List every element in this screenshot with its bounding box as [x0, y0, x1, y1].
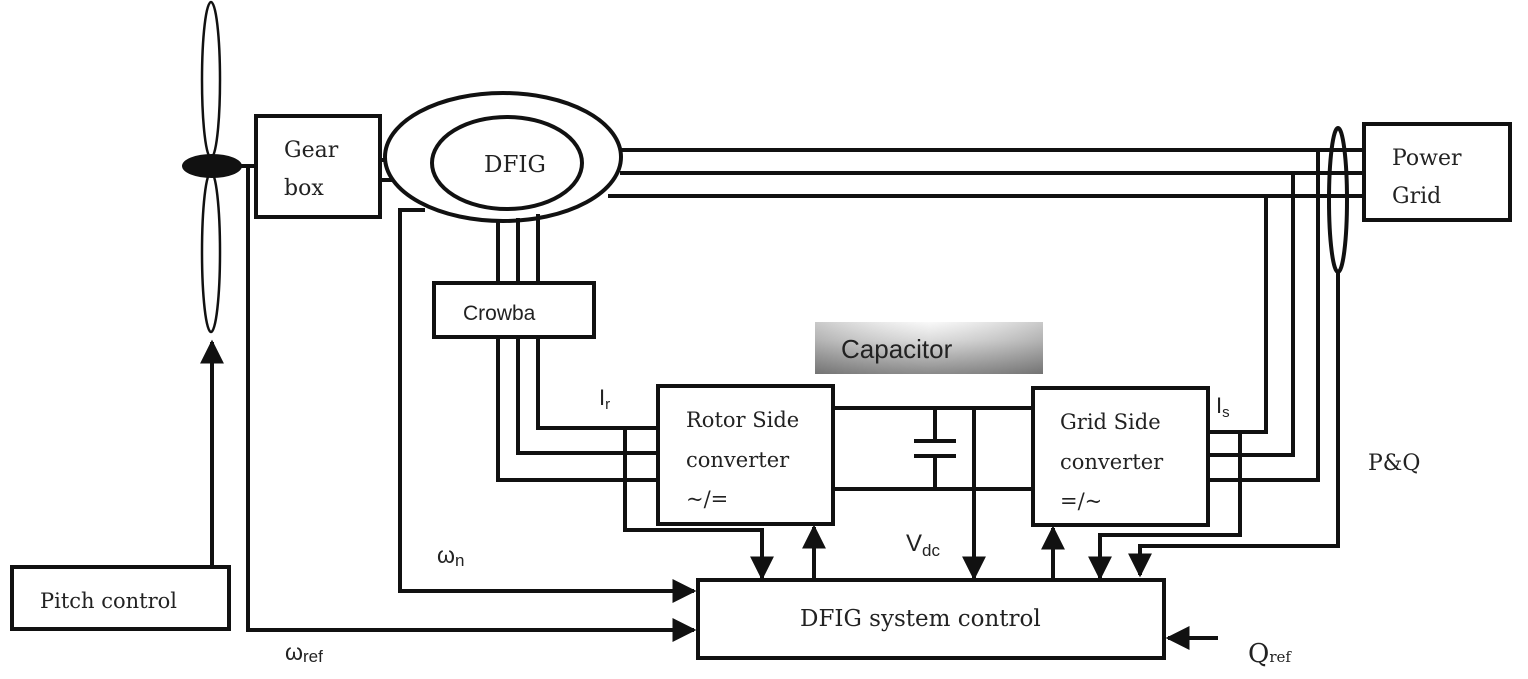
- rotor-side-converter: Rotor Side converter ~/=: [656, 384, 835, 526]
- grid-label-2: Grid: [1392, 184, 1441, 209]
- rsc-label-1: Rotor Side: [686, 408, 799, 432]
- pq-label: P&Q: [1368, 451, 1420, 476]
- rsc-line-b: [516, 337, 658, 455]
- is-feedback-line: [1088, 432, 1242, 581]
- system-control-label: DFIG system control: [800, 606, 1041, 632]
- rsc-line-c: [496, 337, 658, 482]
- pq-feedback-line: [1128, 270, 1340, 578]
- rsc-label-2: converter: [686, 448, 790, 472]
- gearbox-label-2: box: [284, 176, 324, 201]
- rsc-label-3: ~/=: [686, 487, 728, 511]
- gsc-line-b: [1208, 173, 1295, 457]
- pitch-control-block: Pitch control: [10, 565, 231, 631]
- dfig-label: DFIG: [484, 152, 546, 178]
- gearbox-label-1: Gear: [284, 138, 339, 163]
- gearbox-block: Gear box: [254, 114, 382, 219]
- power-grid-block: Power Grid: [1362, 122, 1512, 222]
- capacitor-label: Capacitor: [841, 334, 953, 364]
- blade-top: [200, 0, 222, 160]
- ir-feedback-line: [623, 428, 774, 581]
- vdc-label: Vdc: [906, 530, 940, 560]
- rsc-line-a: [536, 337, 658, 430]
- qref-label: Qref: [1248, 639, 1292, 669]
- dfig-system-control-block: DFIG system control: [696, 578, 1166, 660]
- ir-label: Ir: [599, 385, 610, 413]
- gsc-label-1: Grid Side: [1060, 410, 1161, 434]
- dfig-generator: DFIG: [383, 91, 623, 223]
- hub: [182, 154, 242, 178]
- capacitor-symbol: [914, 408, 956, 489]
- pitch-control-label: Pitch control: [40, 589, 177, 613]
- omega-n-label: ωn: [437, 542, 464, 570]
- capacitor-banner: Capacitor: [815, 322, 1043, 374]
- omega-n-line: [398, 208, 697, 603]
- grid-side-converter: Grid Side converter =/~: [1031, 386, 1210, 527]
- gsc-label-2: converter: [1060, 450, 1164, 474]
- crowbar-block: Crowba: [432, 281, 596, 339]
- blade-bottom: [200, 170, 222, 334]
- gsc-line-c: [1208, 196, 1268, 434]
- omega-ref-line: [246, 166, 697, 642]
- is-label: Is: [1216, 393, 1230, 421]
- gsc-label-3: =/~: [1060, 489, 1102, 513]
- gsc-line-a: [1208, 150, 1320, 482]
- omega-ref-label: ωref: [285, 639, 323, 666]
- crowbar-label: Crowba: [463, 302, 536, 325]
- grid-label-1: Power: [1392, 146, 1462, 171]
